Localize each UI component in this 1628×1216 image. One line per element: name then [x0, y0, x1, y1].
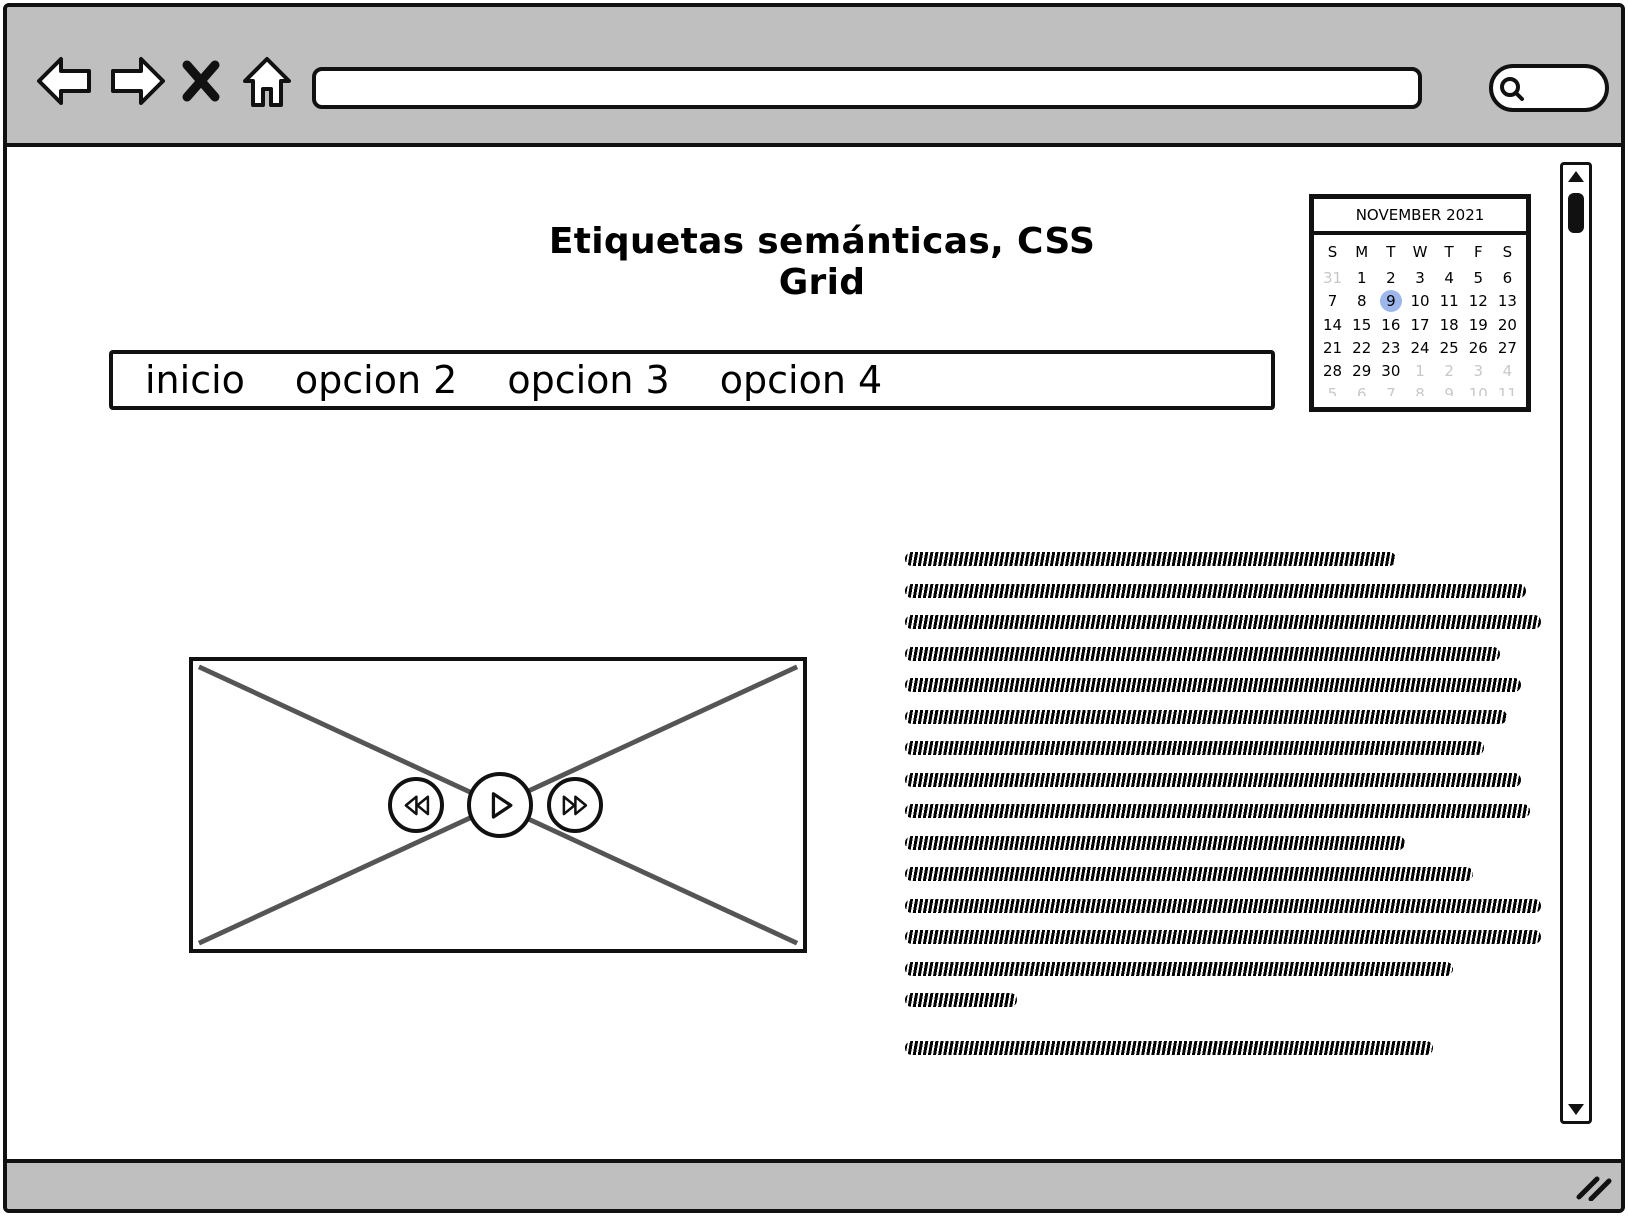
search-field[interactable]	[1489, 64, 1609, 112]
calendar-day[interactable]: 12	[1468, 292, 1488, 310]
fast-forward-button[interactable]	[547, 777, 603, 833]
calendar-day-outside[interactable]: 2	[1444, 362, 1454, 380]
calendar-day[interactable]: 21	[1323, 339, 1343, 357]
calendar-day[interactable]: 7	[1327, 292, 1338, 310]
calendar-day-outside[interactable]: 11	[1497, 385, 1517, 396]
calendar-day[interactable]: 30	[1381, 362, 1401, 380]
placeholder-text-line	[905, 678, 1521, 692]
nav-item-opcion-2[interactable]: opcion 2	[294, 358, 458, 402]
placeholder-text-line	[905, 583, 1526, 598]
calendar-day[interactable]: 24	[1410, 339, 1430, 357]
nav-item-inicio[interactable]: inicio	[145, 358, 245, 402]
rewind-button[interactable]	[388, 777, 444, 833]
calendar-day-outside[interactable]: 8	[1415, 385, 1425, 396]
calendar-day[interactable]: 8	[1356, 292, 1367, 310]
browser-toolbar	[7, 7, 1621, 147]
placeholder-text-line	[905, 646, 1500, 661]
placeholder-text-line	[905, 867, 1473, 881]
calendar-day[interactable]: 20	[1497, 316, 1517, 334]
calendar-day[interactable]: 22	[1352, 339, 1372, 357]
calendar-day-outside[interactable]: 4	[1502, 362, 1513, 380]
weekday-label: T	[1386, 243, 1396, 261]
back-arrow-icon[interactable]	[35, 51, 95, 111]
calendar-day-outside[interactable]: 6	[1356, 385, 1367, 396]
page-title: Etiquetas semánticas, CSS Grid	[548, 221, 1096, 303]
calendar-day-outside[interactable]: 9	[1444, 385, 1454, 396]
calendar-month-label[interactable]: NOVEMBER 2021	[1314, 199, 1526, 235]
scroll-thumb[interactable]	[1568, 193, 1584, 233]
calendar-day[interactable]: 3	[1415, 269, 1425, 287]
browser-status-bar	[7, 1159, 1621, 1209]
scroll-down-arrow-icon[interactable]	[1565, 1099, 1587, 1119]
browser-window: Etiquetas semánticas, CSS Grid inicio op…	[3, 3, 1625, 1213]
placeholder-text-line	[905, 993, 1017, 1007]
calendar-day[interactable]: 11	[1439, 292, 1459, 310]
placeholder-text-line	[905, 741, 1484, 755]
calendar-day[interactable]: 15	[1352, 316, 1372, 334]
weekday-label: M	[1355, 243, 1369, 261]
placeholder-text-line	[905, 835, 1405, 850]
weekday-label: S	[1502, 243, 1513, 261]
stop-x-icon[interactable]	[179, 51, 223, 111]
calendar-day[interactable]: 26	[1468, 339, 1488, 357]
weekday-label: T	[1444, 243, 1454, 261]
forward-arrow-icon[interactable]	[107, 51, 167, 111]
calendar-day[interactable]: 28	[1323, 362, 1343, 380]
calendar-day[interactable]: 2	[1386, 269, 1396, 287]
nav-item-opcion-4[interactable]: opcion 4	[719, 358, 883, 402]
placeholder-text-line	[905, 552, 1396, 566]
calendar-grid: S M T W T F S 31 1 2 3 4 5 6 7 8 9 10 11…	[1314, 235, 1526, 396]
placeholder-text-line	[905, 898, 1541, 913]
resize-grip-icon[interactable]	[1575, 1171, 1613, 1201]
placeholder-text-line	[905, 930, 1541, 944]
calendar-day[interactable]: 25	[1439, 339, 1459, 357]
calendar-day[interactable]: 10	[1410, 292, 1430, 310]
search-icon	[1500, 77, 1524, 101]
vertical-scrollbar[interactable]	[1560, 162, 1592, 1124]
calendar-day[interactable]: 5	[1473, 269, 1484, 287]
calendar-day[interactable]: 6	[1502, 269, 1513, 287]
weekday-label: S	[1327, 243, 1338, 261]
calendar-day[interactable]: 1	[1356, 269, 1367, 287]
scroll-up-arrow-icon[interactable]	[1565, 167, 1587, 187]
calendar-day-outside[interactable]: 5	[1327, 385, 1338, 396]
placeholder-text-line	[905, 1041, 1433, 1055]
address-bar[interactable]	[312, 67, 1422, 109]
play-icon	[491, 791, 513, 819]
calendar-day[interactable]: 18	[1439, 316, 1459, 334]
nav-item-opcion-3[interactable]: opcion 3	[507, 358, 670, 402]
rewind-icon	[404, 795, 429, 815]
placeholder-text-line	[905, 961, 1453, 976]
placeholder-text-line	[905, 615, 1541, 629]
calendar-day-selected[interactable]: 9	[1379, 290, 1402, 312]
calendar-day[interactable]: 19	[1468, 316, 1488, 334]
play-button[interactable]	[467, 772, 533, 838]
weekday-label: W	[1412, 243, 1428, 261]
calendar-day-outside[interactable]: 10	[1468, 385, 1488, 396]
calendar-day[interactable]: 4	[1444, 269, 1454, 287]
weekday-label: F	[1473, 243, 1483, 261]
placeholder-text-line	[905, 709, 1507, 724]
calendar-widget: NOVEMBER 2021 S M T W T F S 31 1 2 3 4 5…	[1309, 194, 1531, 412]
placeholder-text-block	[905, 552, 1545, 1073]
calendar-day[interactable]: 23	[1381, 339, 1401, 357]
calendar-day[interactable]: 16	[1381, 316, 1401, 334]
navigation-bar: inicio opcion 2 opcion 3 opcion 4	[109, 350, 1275, 410]
calendar-day-outside[interactable]: 31	[1323, 269, 1343, 287]
video-player[interactable]	[189, 657, 807, 953]
calendar-day[interactable]: 13	[1497, 292, 1517, 310]
placeholder-text-line	[905, 772, 1521, 787]
home-icon[interactable]	[237, 51, 297, 111]
fast-forward-icon	[562, 795, 587, 815]
calendar-day-outside[interactable]: 1	[1415, 362, 1425, 380]
calendar-day-outside[interactable]: 7	[1386, 385, 1396, 396]
calendar-day[interactable]: 29	[1352, 362, 1372, 380]
calendar-day[interactable]: 14	[1323, 316, 1343, 334]
calendar-day[interactable]: 17	[1410, 316, 1430, 334]
calendar-day[interactable]: 27	[1497, 339, 1517, 357]
placeholder-text-line	[905, 804, 1530, 818]
calendar-day-outside[interactable]: 3	[1473, 362, 1484, 380]
